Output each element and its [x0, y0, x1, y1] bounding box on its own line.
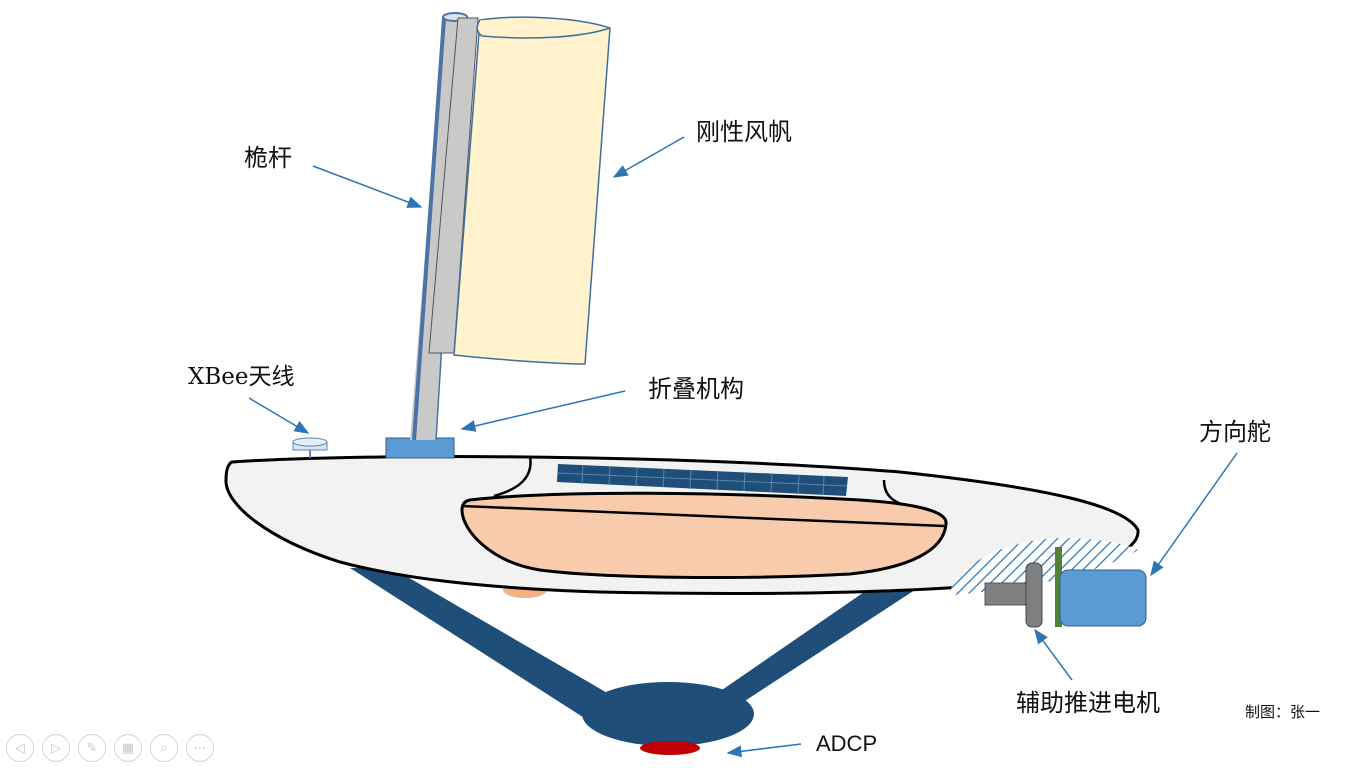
credit-text: 制图：张一 — [1245, 703, 1321, 721]
label-folding-mechanism: 折叠机构 — [648, 375, 744, 403]
keel-strut-right — [690, 588, 918, 712]
folding-mechanism-block — [385, 437, 455, 459]
arrow-aux-motor — [1034, 628, 1073, 681]
label-rigid-sail: 刚性风帆 — [696, 118, 792, 146]
adcp-sensor — [640, 741, 700, 755]
slides-icon[interactable]: ▦ — [114, 734, 142, 762]
arrow-mast — [312, 165, 423, 208]
zoom-icon[interactable]: ⌕ — [150, 734, 178, 762]
hatch-seam — [461, 504, 945, 528]
keel-strut-left — [350, 568, 640, 728]
label-adcp: ADCP — [816, 731, 878, 756]
arrow-xbee — [248, 397, 310, 434]
cargo-hatch — [460, 491, 948, 579]
label-rudder: 方向舵 — [1199, 418, 1271, 446]
more-icon[interactable]: ⋯ — [186, 734, 214, 762]
aux-motor-assembly — [984, 547, 1147, 628]
pen-icon[interactable]: ✎ — [78, 734, 106, 762]
arrow-rigid-sail — [612, 136, 685, 178]
rigid-sail — [428, 16, 611, 365]
deck-curve-left — [493, 455, 532, 498]
label-mast: 桅杆 — [244, 144, 292, 172]
slideshow-toolbar: ◁ ▷ ✎ ▦ ⌕ ⋯ — [6, 734, 214, 762]
prev-icon[interactable]: ◁ — [6, 734, 34, 762]
xbee-antenna — [292, 437, 328, 458]
label-xbee-antenna: XBee天线 — [188, 364, 295, 390]
solar-panel — [557, 464, 848, 496]
label-aux-motor: 辅助推进电机 — [1016, 689, 1160, 717]
arrow-folding — [460, 390, 626, 432]
arrow-rudder — [1150, 452, 1238, 577]
next-icon[interactable]: ▷ — [42, 734, 70, 762]
stern-hatch — [948, 538, 1138, 595]
keel-bulb — [582, 682, 754, 746]
arrow-adcp — [726, 743, 802, 758]
